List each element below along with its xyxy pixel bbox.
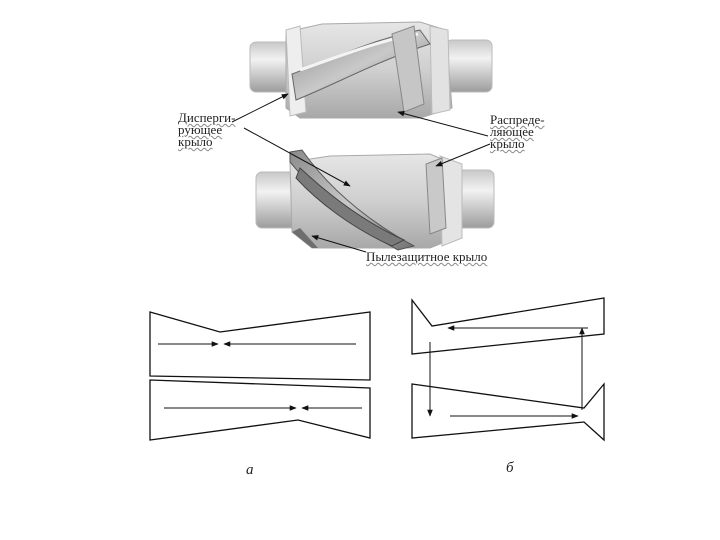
schematic-a-upper-channel [150,312,370,380]
schematic-b-lower-channel [412,384,604,440]
schematic-a [150,312,370,440]
label-dispersing-line-3: крыло [178,136,235,148]
caption-a: а [246,462,254,479]
schematic-b [412,298,604,440]
leader-distributing-bottom [436,144,490,166]
label-distributing-line-3: крыло [490,138,545,150]
leader-dispersing-top [232,94,288,122]
bottom-rotor-left-shaft [256,172,296,228]
schematic-a-lower-channel [150,380,370,440]
label-scraping-wing: Пылезащитное крыло [366,251,487,263]
label-scraping-text: Пылезащитное крыло [366,251,487,263]
label-dispersing-wing: Дисперги- рующее крыло [178,112,235,148]
bottom-rotor [256,150,494,250]
schematic-b-upper-channel [412,298,604,354]
label-distributing-wing: Распреде- ляющее крыло [490,114,545,150]
top-rotor-right-flange [430,26,450,114]
bottom-rotor-distributing-wing [426,158,446,234]
top-rotor-right-shaft [446,40,492,92]
top-rotor [250,22,492,118]
caption-b: б [506,460,514,477]
leader-distributing-top [398,112,488,136]
